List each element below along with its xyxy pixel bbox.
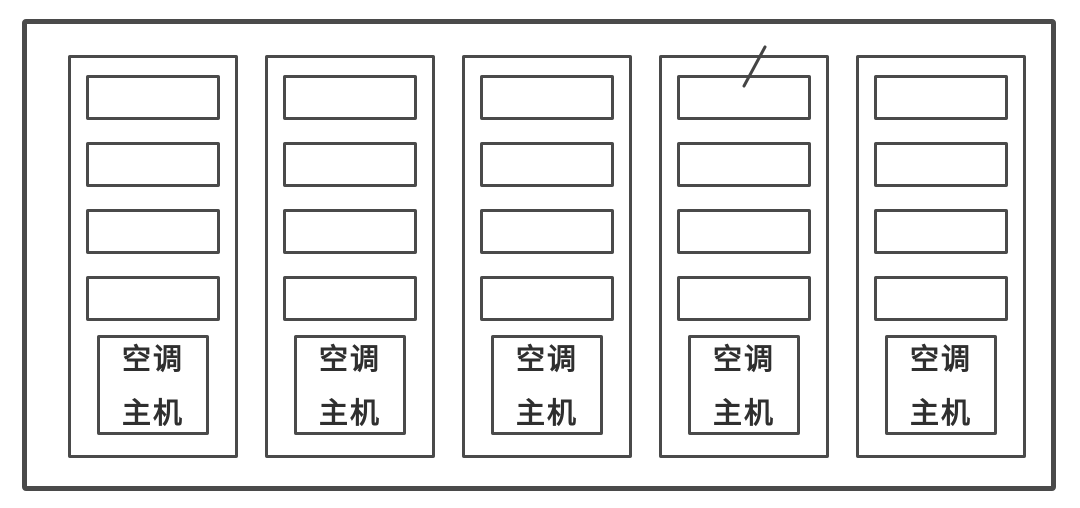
equipment-slot bbox=[874, 276, 1008, 321]
equipment-slot bbox=[480, 75, 614, 120]
equipment-slot bbox=[677, 75, 811, 120]
equipment-slot bbox=[86, 75, 220, 120]
equipment-slot bbox=[677, 142, 811, 187]
ac-host-label-line1: 空调 bbox=[515, 342, 578, 376]
ac-host-label-line1: 空调 bbox=[909, 342, 972, 376]
cabinet-row: 空调 主机 空调 主机 空调 主机 空调 主机 空调 主机 bbox=[68, 45, 1026, 458]
ac-host-label-line1: 空调 bbox=[318, 342, 381, 376]
machine-room-enclosure: 空调 主机 空调 主机 空调 主机 空调 主机 空调 主机 bbox=[22, 19, 1056, 491]
equipment-slot bbox=[480, 276, 614, 321]
ac-host-label-line2: 主机 bbox=[712, 396, 775, 430]
cabinet-3: 空调 主机 bbox=[462, 55, 632, 458]
equipment-slot bbox=[677, 276, 811, 321]
ac-host-label-line2: 主机 bbox=[515, 396, 578, 430]
ac-host-label-line2: 主机 bbox=[318, 396, 381, 430]
ac-host-label-line2: 主机 bbox=[909, 396, 972, 430]
ac-host-unit: 空调 主机 bbox=[885, 335, 997, 435]
ac-host-label-line2: 主机 bbox=[121, 396, 184, 430]
equipment-slot bbox=[874, 209, 1008, 254]
equipment-slot bbox=[874, 75, 1008, 120]
cabinet-4: 空调 主机 bbox=[659, 45, 829, 458]
equipment-slot bbox=[283, 75, 417, 120]
equipment-slot bbox=[86, 276, 220, 321]
ac-host-label-line1: 空调 bbox=[712, 342, 775, 376]
cabinet-5: 空调 主机 bbox=[856, 55, 1026, 458]
equipment-slot bbox=[677, 209, 811, 254]
ac-host-label-line1: 空调 bbox=[121, 342, 184, 376]
equipment-slot bbox=[480, 142, 614, 187]
cabinet-1: 空调 主机 bbox=[68, 55, 238, 458]
ac-host-unit: 空调 主机 bbox=[294, 335, 406, 435]
cabinet-2: 空调 主机 bbox=[265, 55, 435, 458]
equipment-slot bbox=[283, 142, 417, 187]
equipment-slot bbox=[86, 142, 220, 187]
ac-host-unit: 空调 主机 bbox=[97, 335, 209, 435]
equipment-slot bbox=[480, 209, 614, 254]
equipment-slot bbox=[283, 276, 417, 321]
equipment-slot bbox=[283, 209, 417, 254]
ac-host-unit: 空调 主机 bbox=[491, 335, 603, 435]
equipment-slot bbox=[86, 209, 220, 254]
ac-host-unit: 空调 主机 bbox=[688, 335, 800, 435]
equipment-slot bbox=[874, 142, 1008, 187]
